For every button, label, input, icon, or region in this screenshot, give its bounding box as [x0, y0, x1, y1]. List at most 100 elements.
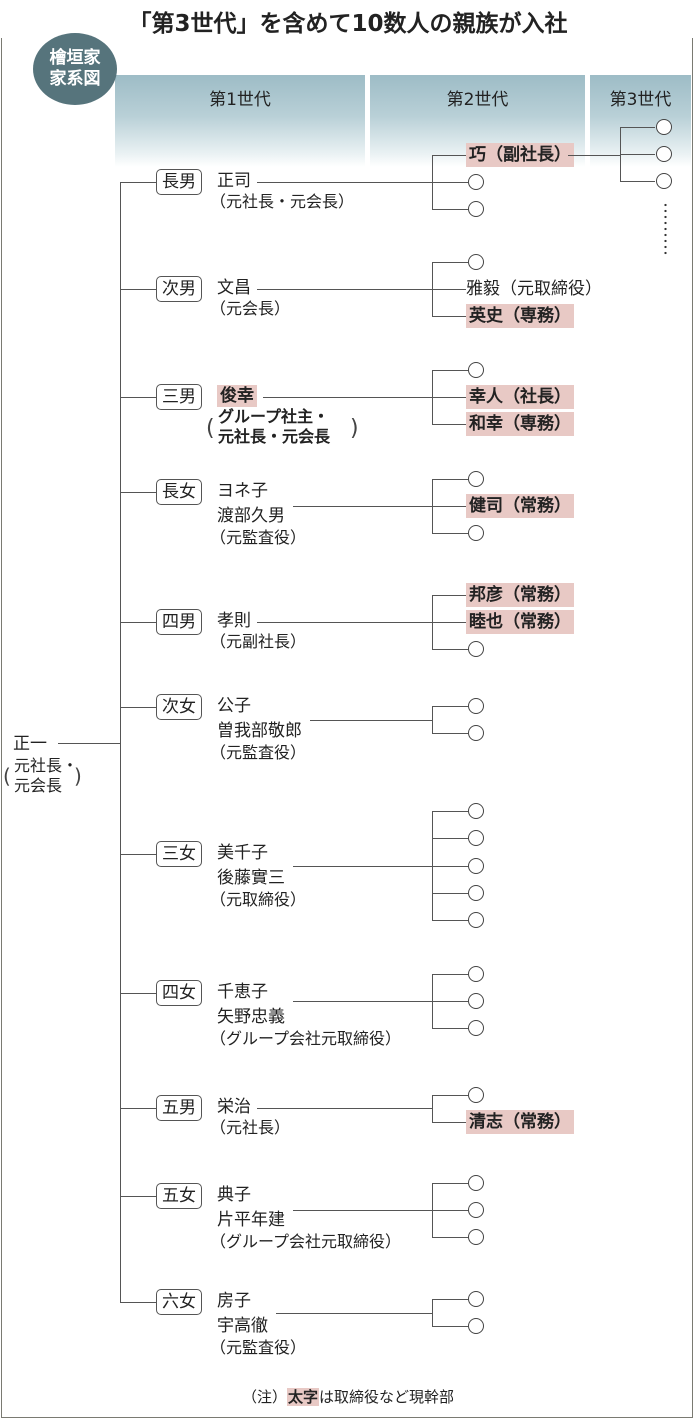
child-person-circle — [468, 1087, 484, 1103]
role-paren-close: ) — [350, 416, 359, 441]
trunk-line — [120, 182, 121, 1303]
child-person-circle — [468, 966, 484, 982]
gen3-person-circle — [656, 173, 672, 189]
spouse-name: 宇高徹 — [217, 1316, 268, 1336]
child-name: 清志（常務） — [466, 1110, 574, 1134]
child-branch-line — [432, 595, 466, 596]
member-to-children-line — [293, 866, 432, 867]
chart-frame — [1, 38, 693, 1418]
member-to-children-line — [276, 1313, 432, 1314]
child-branch-line — [432, 155, 466, 156]
child-name: 英史（専務） — [466, 304, 574, 328]
member-name: 美千子 — [217, 843, 268, 863]
child-person-circle — [468, 698, 484, 714]
relation-box: 五女 — [156, 1183, 202, 1209]
child-branch-line — [432, 974, 468, 975]
generation-band-1 — [115, 75, 365, 167]
member-to-children-line — [257, 1108, 432, 1109]
gen3-connector — [568, 155, 620, 156]
root-paren-open: ( — [3, 764, 11, 788]
footnote: （注）太字は取締役など現幹部 — [0, 1386, 696, 1407]
member-name: 千恵子 — [217, 982, 268, 1002]
generation-3-label: 第3世代 — [609, 90, 672, 110]
child-person-circle — [468, 362, 484, 378]
member-name: ヨネ子 — [217, 481, 268, 501]
member-to-children-line — [257, 622, 432, 623]
child-person-circle — [468, 525, 484, 541]
child-person-circle — [468, 885, 484, 901]
relation-box: 長女 — [156, 479, 202, 505]
child-person-circle — [468, 254, 484, 270]
child-branch-line — [432, 838, 468, 839]
child-branch-line — [432, 370, 468, 371]
child-branch-line — [432, 1299, 468, 1300]
child-branch-line — [432, 1122, 466, 1123]
root-role-2: 元会長 — [14, 776, 63, 795]
member-role: （元社長） — [210, 1118, 291, 1137]
member-branch-line — [120, 492, 156, 493]
relation-box: 三男 — [156, 384, 202, 410]
child-person-circle — [468, 725, 484, 741]
member-name: 正司 — [217, 171, 251, 191]
child-person-circle — [468, 858, 484, 874]
member-branch-line — [120, 707, 156, 708]
child-branch-line — [432, 1028, 468, 1029]
child-branch-line — [432, 262, 468, 263]
gen3-person-circle — [656, 119, 672, 135]
child-person-circle — [468, 201, 484, 217]
badge-line-1: 檜垣家 — [49, 48, 101, 68]
relation-box: 五男 — [156, 1095, 202, 1121]
member-branch-line — [120, 1196, 156, 1197]
child-person-circle — [468, 1318, 484, 1334]
child-name: 健司（常務） — [466, 494, 574, 518]
spouse-name: 矢野忠義 — [217, 1007, 285, 1027]
member-to-children-line — [257, 182, 432, 183]
child-branch-line — [432, 316, 466, 317]
member-role-2: 元社長・元会長 — [218, 427, 331, 446]
child-branch-line — [432, 479, 468, 480]
child-branch-line — [432, 1095, 468, 1096]
member-role: （元監査役） — [210, 743, 307, 762]
child-branch-line — [432, 1237, 468, 1238]
member-name: 房子 — [217, 1291, 251, 1311]
relation-box: 四女 — [156, 980, 202, 1006]
child-branch-line — [432, 649, 468, 650]
generation-band-3 — [590, 75, 691, 167]
generation-1-label: 第1世代 — [209, 90, 271, 110]
child-branch-line — [432, 920, 468, 921]
child-branch-line — [432, 209, 468, 210]
member-role: （元監査役） — [210, 528, 307, 547]
member-branch-line — [120, 993, 156, 994]
child-person-circle — [468, 1291, 484, 1307]
gen3-branch — [620, 154, 655, 155]
note-prefix: （注） — [241, 1388, 287, 1406]
spouse-name: 渡部久男 — [217, 506, 285, 526]
child-branch-line — [432, 893, 468, 894]
member-branch-line — [120, 854, 156, 855]
generation-2-label: 第2世代 — [446, 90, 509, 110]
child-person-circle — [468, 1229, 484, 1245]
gen3-branch — [620, 127, 655, 128]
member-to-children-line — [293, 506, 432, 507]
member-branch-line — [120, 289, 156, 290]
member-name: 栄治 — [217, 1097, 251, 1117]
root-paren-close: ) — [74, 764, 82, 788]
relation-box: 六女 — [156, 1289, 202, 1315]
member-to-children-line — [293, 1210, 432, 1211]
child-person-circle — [468, 1020, 484, 1036]
children-bracket — [432, 706, 433, 733]
family-tree-badge: 檜垣家家系図 — [33, 33, 117, 105]
note-suffix: は取締役など現幹部 — [319, 1388, 455, 1406]
child-person-circle — [468, 641, 484, 657]
child-branch-line — [432, 706, 468, 707]
member-name: 文昌 — [217, 278, 251, 298]
child-person-circle — [468, 912, 484, 928]
children-bracket — [432, 1095, 433, 1122]
member-name: 孝則 — [217, 611, 251, 631]
child-branch-line — [432, 533, 468, 534]
member-to-children-line — [263, 397, 432, 398]
ellipsis-dots — [664, 202, 667, 256]
root-role-1: 元社長・ — [14, 756, 79, 775]
member-branch-line — [120, 1302, 156, 1303]
child-person-circle — [468, 174, 484, 190]
